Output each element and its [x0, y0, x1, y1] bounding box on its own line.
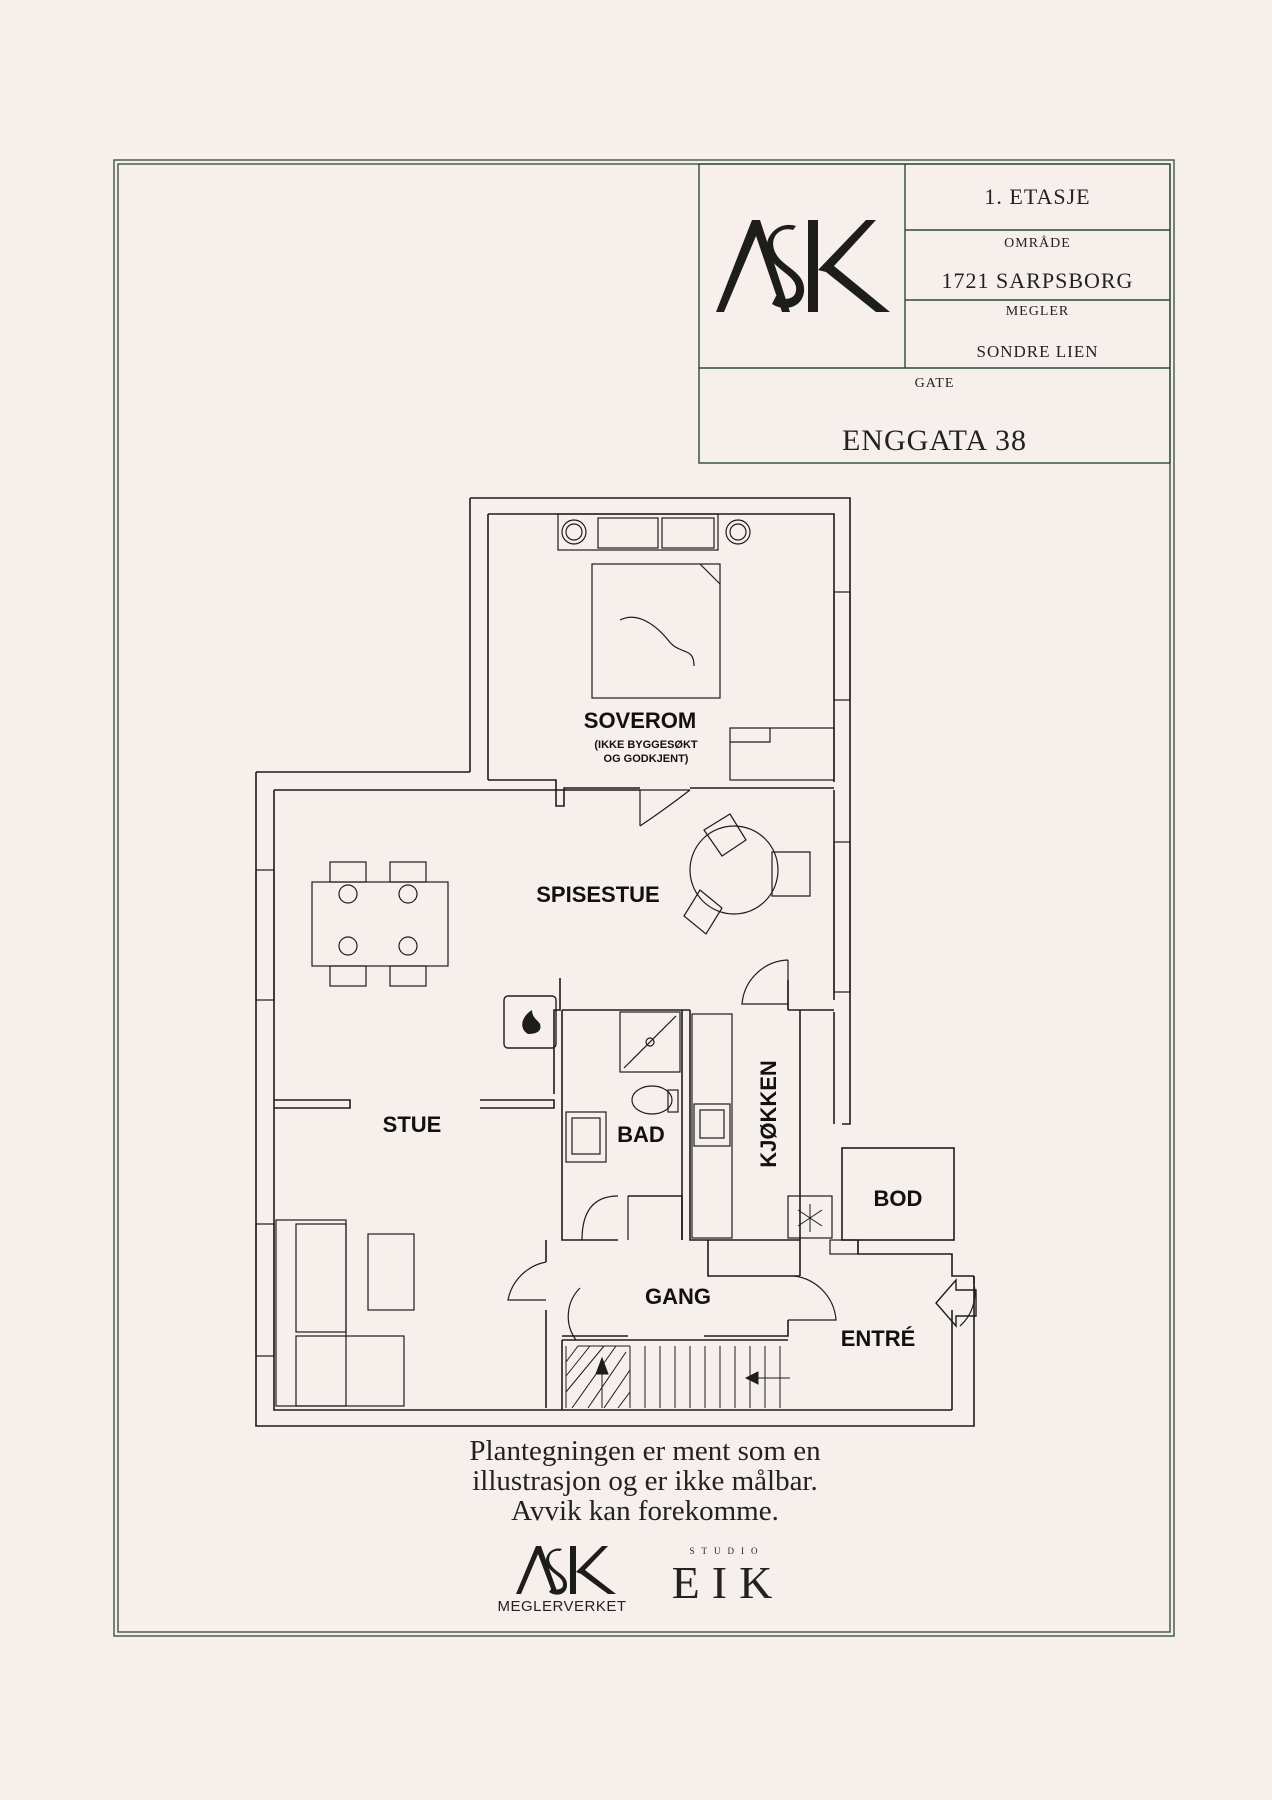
ask-logo	[716, 220, 890, 312]
room-label-bad: BAD	[617, 1122, 665, 1147]
footer-ask-logo	[516, 1546, 616, 1595]
dining-table-right	[683, 813, 811, 935]
floor-name: 1. ETASJE	[984, 184, 1091, 209]
broker-label: MEGLER	[1005, 304, 1070, 319]
doors	[507, 789, 976, 1341]
disclaimer-line-1: Plantegningen er ment som en	[469, 1435, 821, 1467]
room-labels: SOVEROM (IKKE BYGGESØKT OG GODKJENT) SPI…	[383, 708, 923, 1351]
disclaimer: Plantegningen er ment som en illustrasjo…	[370, 1436, 920, 1526]
room-label-bod: BOD	[874, 1186, 923, 1211]
sofa	[275, 1219, 415, 1407]
room-label-stue: STUE	[383, 1112, 442, 1137]
disclaimer-line-3: Avvik kan forekomme.	[511, 1495, 779, 1527]
room-note-soverom-1: (IKKE BYGGESØKT	[594, 739, 698, 751]
footer-eik-logo: EIK	[671, 1557, 785, 1608]
room-note-soverom-2: OG GODKJENT)	[604, 753, 689, 765]
sheet-frame	[113, 159, 1175, 1637]
dining-table-left	[311, 861, 449, 987]
stairs	[565, 1345, 790, 1409]
room-label-spisestue: SPISESTUE	[536, 882, 659, 907]
area-value: 1721 SARPSBORG	[941, 268, 1134, 293]
windows	[255, 591, 859, 1357]
street-label: GATE	[914, 376, 955, 391]
broker-value: SONDRE LIEN	[976, 342, 1099, 361]
footer-studio-label: STUDIO	[689, 1546, 765, 1556]
walls	[255, 497, 975, 1427]
area-label: OMRÅDE	[1004, 236, 1071, 251]
room-label-kjokken: KJØKKEN	[756, 1060, 781, 1168]
disclaimer-line-2: illustrasjon og er ikke målbar.	[472, 1465, 818, 1497]
bathroom-fixtures	[565, 1011, 681, 1163]
room-label-gang: GANG	[645, 1284, 711, 1309]
footer-ask-subtitle: MEGLERVERKET	[497, 1598, 627, 1615]
room-label-entre: ENTRÉ	[841, 1326, 916, 1351]
kitchen-fixtures	[691, 1013, 833, 1239]
entry-arrow-icon	[935, 1278, 977, 1328]
street-value: ENGGATA 38	[841, 424, 1028, 457]
fireplace-icon	[503, 995, 557, 1049]
title-block	[698, 163, 1171, 464]
bed	[557, 513, 835, 781]
room-label-soverom: SOVEROM	[584, 708, 696, 733]
